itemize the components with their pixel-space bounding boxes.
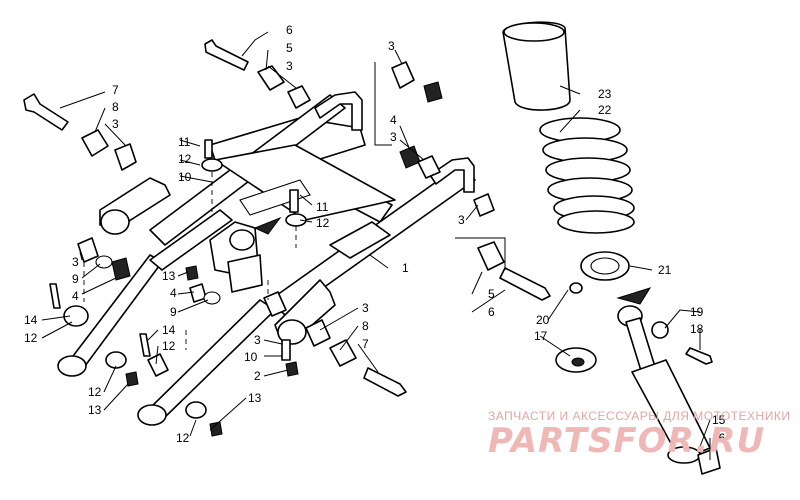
callout-3: 3 [388,39,395,53]
leader-lines [41,31,711,460]
callout-3: 3 [112,117,119,131]
callout-22: 22 [598,103,612,117]
watermark-caption: ЗАПЧАСТИ И АКСЕССУАРЫ ДЛЯ МОТОТЕХНИКИ [488,409,790,423]
callout-4: 4 [170,286,177,300]
callout-10: 10 [244,350,258,364]
callout-13: 13 [88,403,102,417]
spring-22 [539,117,635,234]
callout-17: 17 [534,329,548,343]
callout-13: 13 [162,269,176,283]
callout-16: 16 [712,431,726,445]
callout-3: 3 [390,130,397,144]
front-arm-left [57,177,233,377]
bolt-7-left [23,93,137,171]
callout-14: 14 [162,323,176,337]
callout-12: 12 [24,331,38,345]
callout-12: 12 [88,385,102,399]
callout-5: 5 [286,41,293,55]
callout-9: 9 [72,272,79,286]
callout-19: 19 [690,305,704,319]
shock-mount-bracket [209,216,282,293]
callout-6: 6 [488,305,495,319]
callout-4: 4 [390,113,397,127]
callout-4: 4 [72,289,79,303]
watermark-logo: PARTSFOR.RU [488,421,765,461]
callout-3: 3 [254,333,261,347]
sleeve-5-top [257,65,311,109]
callout-7: 7 [112,83,119,97]
callout-labels: 6 5 3 7 8 3 3 4 3 23 22 11 12 10 11 12 1… [24,23,726,445]
shock-absorber [555,282,721,475]
callout-18: 18 [690,322,704,336]
callout-1: 1 [402,261,409,275]
spring-seat-21 [580,251,630,281]
callout-12: 12 [162,339,176,353]
callout-15: 15 [712,413,726,427]
callout-8: 8 [362,319,369,333]
bolt-7-bottom [305,319,407,397]
callout-12: 12 [176,431,190,445]
callout-11: 11 [316,200,329,214]
callout-5: 5 [488,287,495,301]
assembly-lines [83,172,297,350]
callout-12: 12 [178,152,192,166]
callout-10: 10 [178,170,192,184]
callout-9: 9 [170,305,177,319]
callout-12: 12 [316,216,330,230]
watermark: ЗАПЧАСТИ И АКСЕССУАРЫ ДЛЯ МОТОТЕХНИКИ PA… [488,409,790,461]
callout-8: 8 [112,100,119,114]
callout-7: 7 [362,337,369,351]
bushings-3-top-right [391,61,495,217]
callout-13: 13 [248,391,262,405]
callout-23: 23 [598,87,612,101]
callout-21: 21 [658,263,672,277]
bolt-6-right [477,241,551,301]
callout-3: 3 [72,255,79,269]
callout-11: 11 [178,135,191,149]
left-hardware [49,237,139,387]
slide-frame [149,91,476,316]
callout-6: 6 [286,23,293,37]
callout-14: 14 [24,313,38,327]
callout-3: 3 [286,59,293,73]
callout-3: 3 [362,301,369,315]
bump-stop-23 [502,21,571,111]
callout-2: 2 [254,369,261,383]
bolt-6-top [204,39,249,71]
callout-20: 20 [536,313,550,327]
callout-3: 3 [458,213,465,227]
center-hardware [139,139,307,437]
